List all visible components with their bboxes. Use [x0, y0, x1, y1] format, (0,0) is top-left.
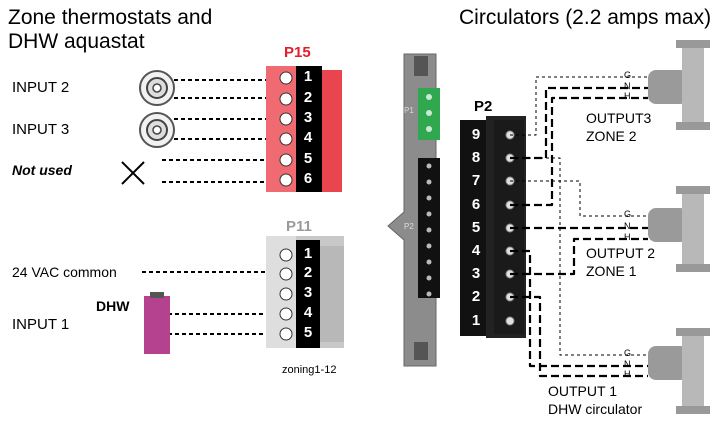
- circulator-output2-icon: [648, 186, 710, 272]
- h-label: H: [624, 232, 631, 242]
- p15-terminal-label: 5: [303, 150, 313, 167]
- right-title: Circulators (2.2 amps max): [459, 6, 712, 29]
- g-label: G: [624, 209, 632, 219]
- p2-terminal-label: 4: [471, 242, 481, 259]
- p15-connector: [266, 66, 342, 192]
- board-p1-label: P1: [404, 106, 414, 115]
- p2-terminal-label: 2: [471, 288, 481, 305]
- dhw-aquastat-icon: [144, 292, 170, 354]
- p2-terminal-label: 8: [471, 149, 481, 166]
- output3-zone-label: ZONE 2: [586, 128, 637, 144]
- p11-connector: [266, 236, 344, 348]
- p15-terminal-label: 1: [303, 68, 313, 85]
- output2-zone-label: ZONE 1: [586, 263, 637, 279]
- p15-title: P15: [284, 44, 311, 61]
- not-used-label: Not used: [12, 162, 72, 178]
- dhw-label: DHW: [96, 298, 130, 314]
- board-p2-label: P2: [404, 222, 414, 231]
- h-label: H: [624, 369, 631, 379]
- p15-terminal-label: 3: [303, 109, 313, 126]
- p2-terminal-label: 1: [471, 312, 481, 329]
- thermostat-input2-icon: [139, 70, 175, 106]
- p2-terminal-label: 9: [471, 126, 481, 143]
- input1-label: INPUT 1: [12, 316, 70, 333]
- p15-terminal-label: 4: [303, 129, 313, 146]
- output2-label: OUTPUT 2: [586, 245, 655, 261]
- not-used-cross-icon: [121, 161, 145, 185]
- g-label: G: [624, 348, 632, 358]
- p11-terminal-label: 4: [303, 304, 313, 321]
- left-title-line2: DHW aquastat: [8, 30, 145, 53]
- output1-desc-label: DHW circulator: [548, 401, 643, 417]
- p2-terminal-label: 5: [471, 219, 481, 236]
- p2-title: P2: [474, 98, 493, 115]
- p11-terminal-label: 2: [303, 264, 313, 281]
- n-label: N: [624, 359, 631, 369]
- thermostat-input3-icon: [139, 112, 175, 148]
- caption: zoning1-12: [282, 364, 337, 376]
- control-board: [387, 53, 440, 367]
- p2-connector: [460, 116, 526, 338]
- g-label: G: [624, 70, 632, 80]
- p11-terminal-label: 5: [303, 324, 313, 341]
- input2-label: INPUT 2: [12, 79, 70, 96]
- p2-terminal-label: 7: [471, 172, 481, 189]
- p15-terminal-label: 6: [303, 170, 313, 187]
- p11-terminal-label: 1: [303, 245, 313, 262]
- h-label: H: [624, 91, 631, 101]
- p11-title: P11: [286, 218, 312, 235]
- n-label: N: [624, 221, 631, 231]
- common-label: 24 VAC common: [12, 264, 117, 280]
- circulator-output1-icon: [648, 328, 710, 414]
- n-label: N: [624, 81, 631, 91]
- left-title-line1: Zone thermostats and: [8, 6, 213, 29]
- p2-terminal-label: 3: [471, 265, 481, 282]
- p15-terminal-label: 2: [303, 89, 313, 106]
- p11-terminal-label: 3: [303, 284, 313, 301]
- input3-label: INPUT 3: [12, 121, 70, 138]
- circulator-output3-icon: [648, 40, 710, 130]
- output1-label: OUTPUT 1: [548, 383, 617, 399]
- p2-terminal-label: 6: [471, 196, 481, 213]
- output3-label: OUTPUT3: [586, 110, 652, 126]
